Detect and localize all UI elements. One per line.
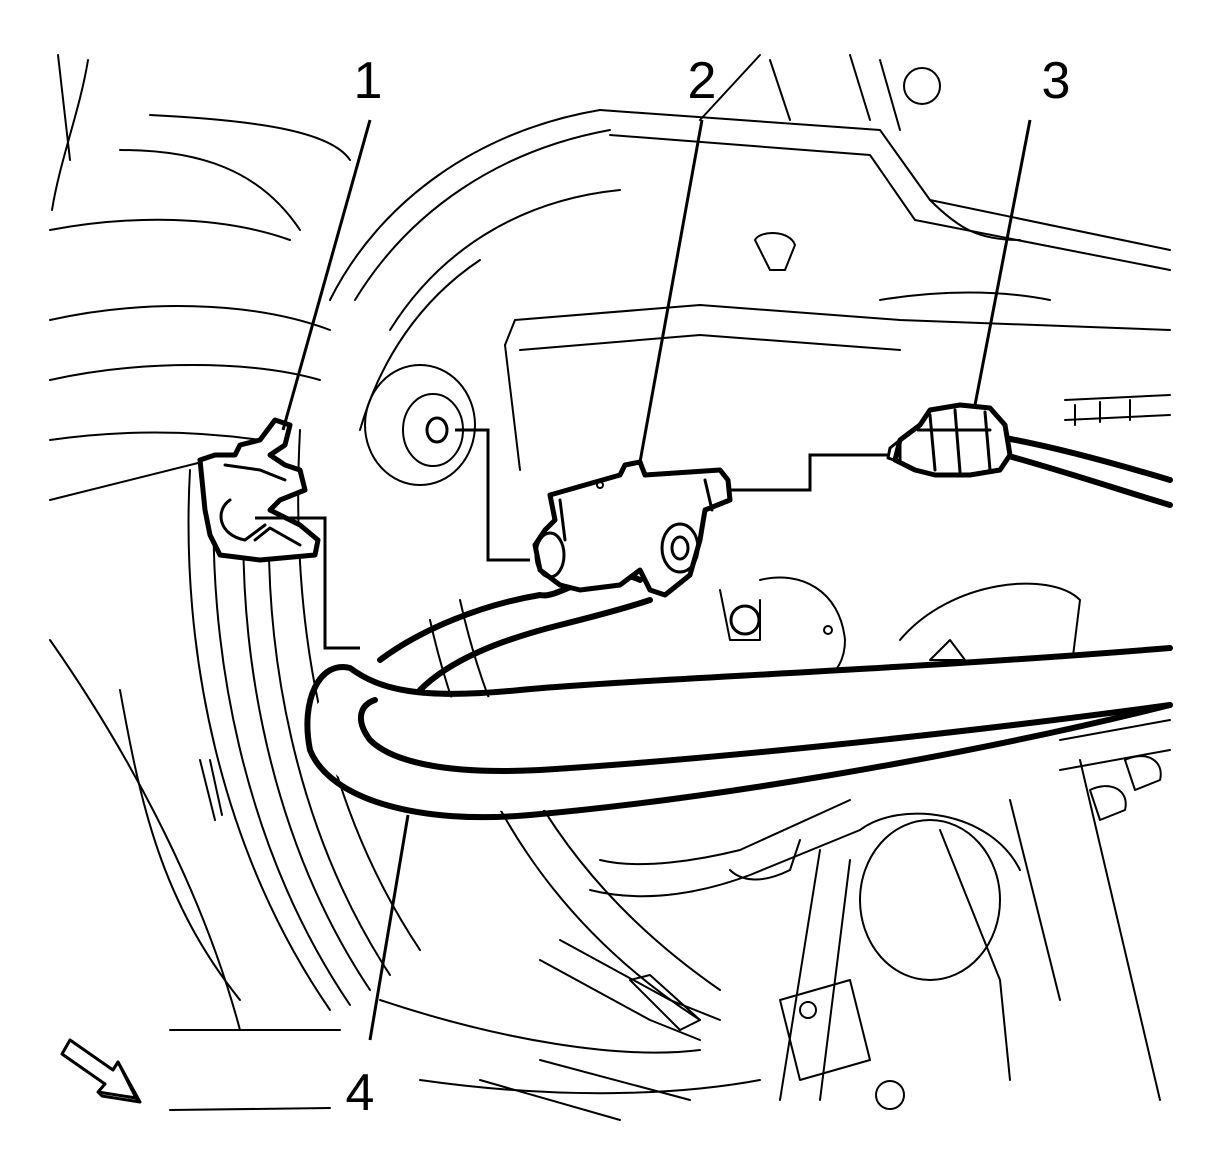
grommet-to-connector-path <box>455 428 530 562</box>
module-box <box>504 304 1171 471</box>
leader-line-1 <box>281 119 372 431</box>
connector-2-to-3-path <box>730 453 888 492</box>
body-panel-lines <box>49 54 351 1111</box>
leader-line-3 <box>973 119 1032 406</box>
clip-to-harness-path <box>255 516 360 650</box>
bolt-hole <box>903 67 941 105</box>
electrical-connector-3 <box>886 402 1013 478</box>
push-pin-clip <box>754 232 796 271</box>
callout-labels: 1 2 3 4 <box>346 52 1071 1122</box>
wiring-harness <box>304 435 1173 821</box>
leader-line-2 <box>638 119 704 463</box>
leader-line-4 <box>368 814 410 1041</box>
callout-3: 3 <box>1042 52 1071 110</box>
callout-1: 1 <box>354 52 383 110</box>
sensor-connector-2 <box>532 459 733 598</box>
grommet <box>364 364 476 486</box>
callout-4: 4 <box>346 1064 375 1122</box>
harness-clip-1 <box>197 417 321 563</box>
brake-lines <box>479 589 861 1121</box>
upper-bracket <box>599 54 1171 301</box>
direction-arrow-icon <box>60 1038 142 1104</box>
wheelhouse-outline <box>187 109 761 1095</box>
leader-lines <box>255 119 1032 1041</box>
lower-assembly <box>759 576 1171 1110</box>
callout-2: 2 <box>688 52 717 110</box>
